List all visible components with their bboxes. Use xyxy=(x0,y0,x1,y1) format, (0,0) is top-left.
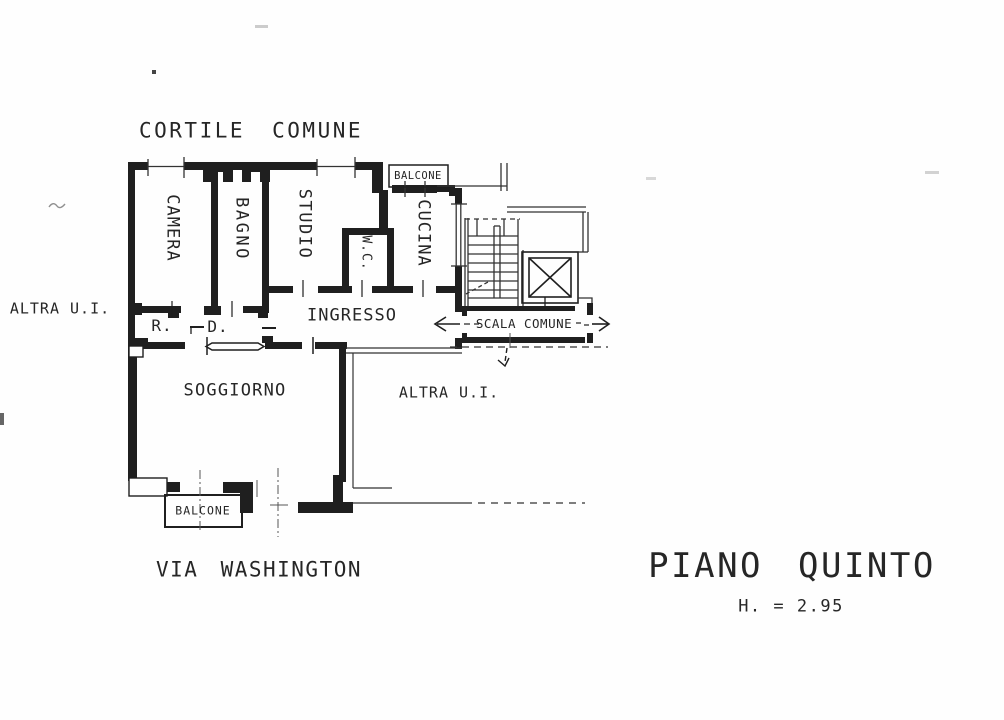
elevator xyxy=(521,251,579,306)
facade-windows xyxy=(147,157,467,267)
courtyard-label: CORTILE COMUNE xyxy=(138,118,364,143)
room-label-studio: STUDIO xyxy=(294,188,315,260)
interior-doors xyxy=(171,280,424,355)
room-label-cucina: CUCINA xyxy=(413,199,434,267)
door-symbols xyxy=(190,326,276,334)
balcony-top-outline xyxy=(388,164,449,188)
walls xyxy=(128,162,593,513)
scan-artifacts xyxy=(0,25,939,425)
balcony-bottom-outline xyxy=(164,494,243,528)
other-unit-left-label: ALTRA U.I. xyxy=(9,299,111,318)
room-label-wc: W.C. xyxy=(358,235,374,271)
stairs xyxy=(464,218,524,306)
door-centerlines xyxy=(199,333,511,537)
stairs-down-arrow xyxy=(497,347,510,368)
room-label-bagno: BAGNO xyxy=(231,197,252,261)
stairs-label: SCALA COMUNE xyxy=(475,315,573,331)
stairwell-boundary xyxy=(437,163,593,303)
room-label-r: R. xyxy=(151,316,173,335)
room-label-camera: CAMERA xyxy=(162,194,183,262)
floor-height-note: H. = 2.95 xyxy=(738,596,844,617)
room-label-d: D. xyxy=(207,317,229,336)
balcony-bottom-label: BALCONE xyxy=(175,503,231,518)
wall-notches xyxy=(128,345,168,497)
street-label: VIA WASHINGTON xyxy=(155,557,363,582)
unit-boundaries xyxy=(346,346,608,504)
entrance-arrow xyxy=(433,316,479,332)
room-label-ingresso: INGRESSO xyxy=(307,305,397,326)
floor-title: PIANO QUINTO xyxy=(648,546,936,586)
other-unit-right-label: ALTRA U.I. xyxy=(398,383,500,402)
stairs-up-arrow xyxy=(576,316,611,332)
balcony-top-label: BALCONE xyxy=(394,169,442,182)
room-label-soggiorno: SOGGIORNO xyxy=(183,380,287,401)
